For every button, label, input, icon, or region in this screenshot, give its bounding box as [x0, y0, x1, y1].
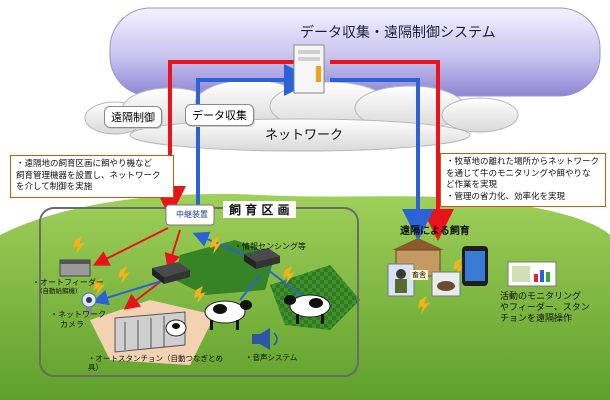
server-icon [294, 45, 324, 93]
sensing-label: ・情報センシング等 [234, 241, 306, 252]
auto-stanchion-label: ・オートスタンチョン（自動つなぎとめ 具） [88, 354, 223, 372]
auto-stanchion-label-line-1: ・オートスタンチョン（自動つなぎとめ [88, 354, 223, 363]
auto-feeder-label-line-1: ・オートフィーダー [32, 278, 104, 287]
right-note-line-4: ・管理の省力化、効率化を実現 [446, 192, 600, 204]
network-camera-label: ・ネットワーク カメラ [50, 310, 106, 330]
remote-caption-line-1: 活動のモニタリング [500, 292, 590, 303]
remote-caption-line-3: チョンを遠隔操作 [500, 314, 590, 325]
system-title: データ収集・遠隔制御システム [300, 22, 496, 42]
barn-sign: 畜舎 [410, 270, 428, 280]
remote-caption: 活動のモニタリング やフィーダー、スタン チョンを遠隔操作 [500, 292, 590, 325]
network-label: ネットワーク [265, 124, 343, 143]
network-camera-label-line-2: カメラ [50, 320, 106, 330]
auto-stanchion-label-line-2: 具） [88, 363, 223, 372]
left-note-line-2: 飼育管理機器を設置し、ネットワーク [16, 171, 168, 183]
sound-system-label: ・音声システム [245, 352, 297, 363]
network-camera-label-line-1: ・ネットワーク [50, 310, 106, 320]
auto-feeder-icon [60, 260, 90, 276]
smartphone-icon [462, 246, 488, 286]
auto-feeder-label-line-2: (自動給餌機) [32, 287, 104, 296]
cow-icon-stanchion [166, 320, 186, 336]
right-note-line-2: を通じて牛のモニタリングや餌やりな [446, 169, 600, 181]
cattle-photo [432, 272, 460, 296]
left-note-line-1: ・遠隔地の飼育区画に餌やり機など [16, 159, 168, 171]
remote-title: 遠隔による飼育 [400, 222, 470, 237]
auto-feeder-label: ・オートフィーダー (自動給餌機) [32, 278, 104, 296]
right-note: ・牧草地の離れた場所からネットワーク を通じて牛のモニタリングや餌やりな ど作業… [440, 153, 606, 207]
left-note-line-3: を介して制御を実施 [16, 182, 168, 194]
remote-caption-line-2: やフィーダー、スタン [500, 303, 590, 314]
right-note-line-1: ・牧草地の離れた場所からネットワーク [446, 157, 600, 169]
left-note: ・遠隔地の飼育区画に餌やり機など 飼育管理機器を設置し、ネットワーク を介して制… [10, 155, 174, 198]
remote-control-label: 遠隔制御 [104, 106, 162, 128]
farmer-photo [388, 264, 414, 296]
right-note-line-3: ど作業を実現 [446, 180, 600, 192]
data-collection-label: データ収集 [185, 104, 254, 126]
farm-area-title: 飼 育 区 画 [223, 201, 296, 218]
relay-device-label: 中継装置 [176, 209, 208, 220]
monitoring-screen [508, 262, 556, 286]
